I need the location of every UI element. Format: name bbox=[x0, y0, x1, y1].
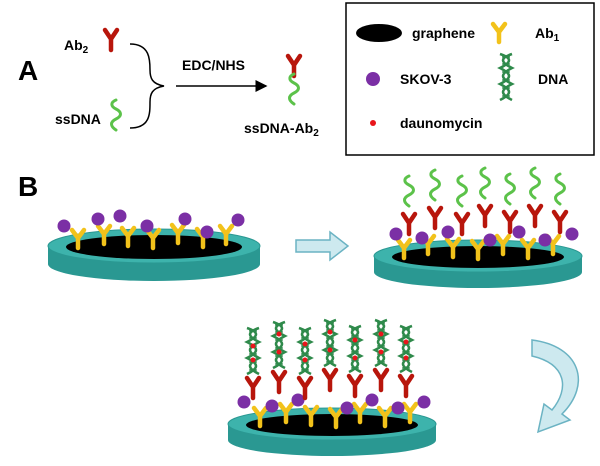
daunomycin-dots-step-3 bbox=[250, 329, 409, 363]
product-ssdna-icon bbox=[288, 72, 300, 106]
graphene-layer-3 bbox=[246, 414, 418, 436]
ab2-label: Ab2 bbox=[64, 37, 89, 56]
ssdna-strand-icon bbox=[110, 98, 122, 132]
legend-skov3-label: SKOV-3 bbox=[400, 71, 452, 87]
product-label: ssDNA-Ab2 bbox=[244, 120, 319, 139]
process-arrow-right bbox=[295, 230, 350, 262]
ssdna-label: ssDNA bbox=[55, 111, 101, 127]
ab2-row-step-2 bbox=[403, 206, 566, 234]
daunomycin-legend-icon bbox=[370, 120, 376, 126]
skov3-row-step-3 bbox=[237, 393, 431, 415]
electrode-step-1 bbox=[47, 209, 261, 281]
skov3-row-step-2 bbox=[389, 225, 579, 247]
electrode-step-2 bbox=[373, 166, 583, 288]
skov3-row-step-1 bbox=[57, 209, 245, 239]
ssdna-row-step-2 bbox=[403, 166, 566, 208]
brace-bracket bbox=[129, 43, 165, 129]
skov3-legend-icon bbox=[366, 72, 380, 86]
ab2-antibody-icon bbox=[105, 30, 117, 50]
graphene-legend-icon bbox=[356, 24, 402, 42]
legend-ab1-label: Ab1 bbox=[535, 25, 560, 44]
panel-a-label: A bbox=[18, 55, 38, 86]
panel-b-label: B bbox=[18, 171, 38, 202]
legend-daunomycin-label: daunomycin bbox=[400, 115, 482, 131]
reagent-label: EDC/NHS bbox=[182, 57, 245, 73]
process-arrow-curved bbox=[531, 339, 579, 434]
legend-dna-label: DNA bbox=[538, 71, 568, 87]
ab2-row-step-3 bbox=[247, 370, 412, 398]
electrode-step-3 bbox=[227, 318, 437, 456]
dsdna-row-step-3 bbox=[245, 318, 414, 376]
legend-graphene-label: graphene bbox=[412, 25, 475, 41]
